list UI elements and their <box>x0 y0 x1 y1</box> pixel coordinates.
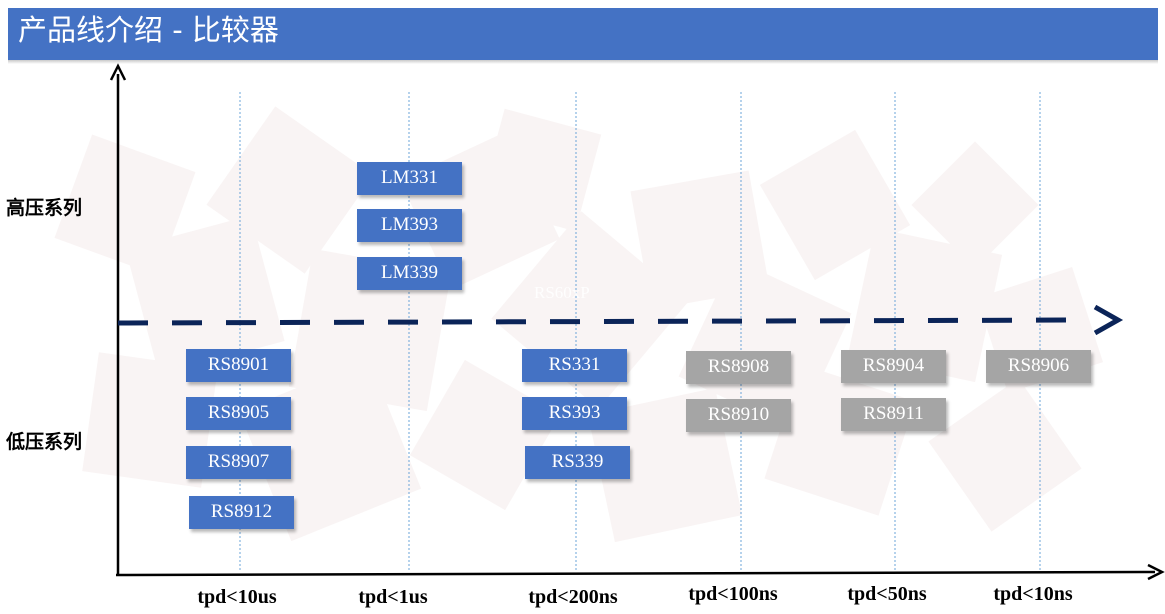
faint-watermark-text: RS60xP <box>534 283 590 302</box>
row-label-low-voltage: 低压系列 <box>6 431 83 453</box>
x-tick-label: tpd<100ns <box>688 583 778 605</box>
x-tick-label: tpd<1us <box>358 586 428 608</box>
x-axis-arrowhead <box>1147 563 1165 581</box>
product-chip: RS339 <box>525 446 630 479</box>
voltage-divider-arrowhead <box>1093 304 1124 336</box>
page-title: 产品线介绍 - 比较器 <box>18 13 279 47</box>
y-axis-arrowhead <box>109 63 127 81</box>
row-label-high-voltage: 高压系列 <box>6 197 83 219</box>
voltage-divider-line <box>117 317 1086 326</box>
product-chip-planned: RS8910 <box>686 399 791 432</box>
product-chip: RS331 <box>522 349 627 382</box>
x-axis <box>115 570 1156 577</box>
product-chip: RS8907 <box>186 446 291 479</box>
product-chip-planned: RS8911 <box>841 398 946 431</box>
product-chip-planned: RS8908 <box>686 351 791 384</box>
x-tick-label: tpd<10ns <box>993 583 1073 605</box>
x-tick-label: tpd<10us <box>197 586 277 608</box>
product-chip: RS8901 <box>186 349 291 382</box>
x-tick-label: tpd<200ns <box>528 586 618 608</box>
product-chip: LM339 <box>357 257 462 290</box>
product-chip: RS8905 <box>186 397 291 430</box>
product-chip: LM393 <box>357 209 462 242</box>
product-chip: RS393 <box>522 397 627 430</box>
x-tick-label: tpd<50ns <box>847 583 927 605</box>
product-chip-planned: RS8906 <box>986 350 1091 383</box>
product-chip: RS8912 <box>189 496 294 529</box>
title-bar <box>8 8 1158 60</box>
product-chip: LM331 <box>357 162 462 195</box>
product-chip-planned: RS8904 <box>841 350 946 383</box>
title-bar-shadow <box>8 60 1158 64</box>
